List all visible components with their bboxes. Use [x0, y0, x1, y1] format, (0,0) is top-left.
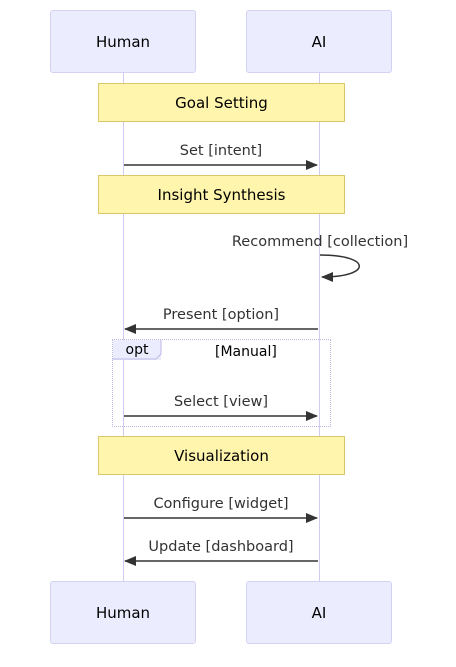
note-visualization-label: Visualization	[174, 446, 269, 465]
message-set-label: Set [intent]	[179, 143, 263, 159]
lifeline-human	[123, 73, 124, 581]
actor-human-top: Human	[50, 10, 196, 73]
note-goal-setting: Goal Setting	[98, 83, 345, 122]
actor-human-bottom-label: Human	[95, 603, 151, 622]
actor-human-top-label: Human	[95, 32, 151, 51]
note-insight-synthesis: Insight Synthesis	[98, 175, 345, 214]
note-visualization: Visualization	[98, 436, 345, 475]
message-present-label: Present [option]	[162, 307, 280, 323]
message-recommend-arrow	[319, 254, 360, 282]
message-configure-label: Configure [widget]	[153, 496, 289, 512]
opt-tab-corner	[112, 340, 162, 360]
opt-fragment: opt [Manual]	[112, 339, 331, 427]
actor-human-bottom: Human	[50, 581, 196, 644]
note-insight-synthesis-label: Insight Synthesis	[157, 185, 286, 204]
note-goal-setting-label: Goal Setting	[175, 93, 268, 112]
lifeline-ai	[319, 73, 320, 581]
opt-fragment-label: opt	[125, 342, 149, 358]
opt-fragment-condition: [Manual]	[215, 344, 277, 360]
actor-ai-top-label: AI	[311, 32, 327, 51]
actor-ai-bottom: AI	[246, 581, 392, 644]
message-update-label: Update [dashboard]	[148, 539, 294, 555]
actor-ai-bottom-label: AI	[311, 603, 327, 622]
actor-ai-top: AI	[246, 10, 392, 73]
message-recommend-label: Recommend [collection]	[231, 234, 409, 250]
opt-fragment-tab: opt	[113, 340, 161, 360]
message-select-label: Select [view]	[173, 394, 269, 410]
